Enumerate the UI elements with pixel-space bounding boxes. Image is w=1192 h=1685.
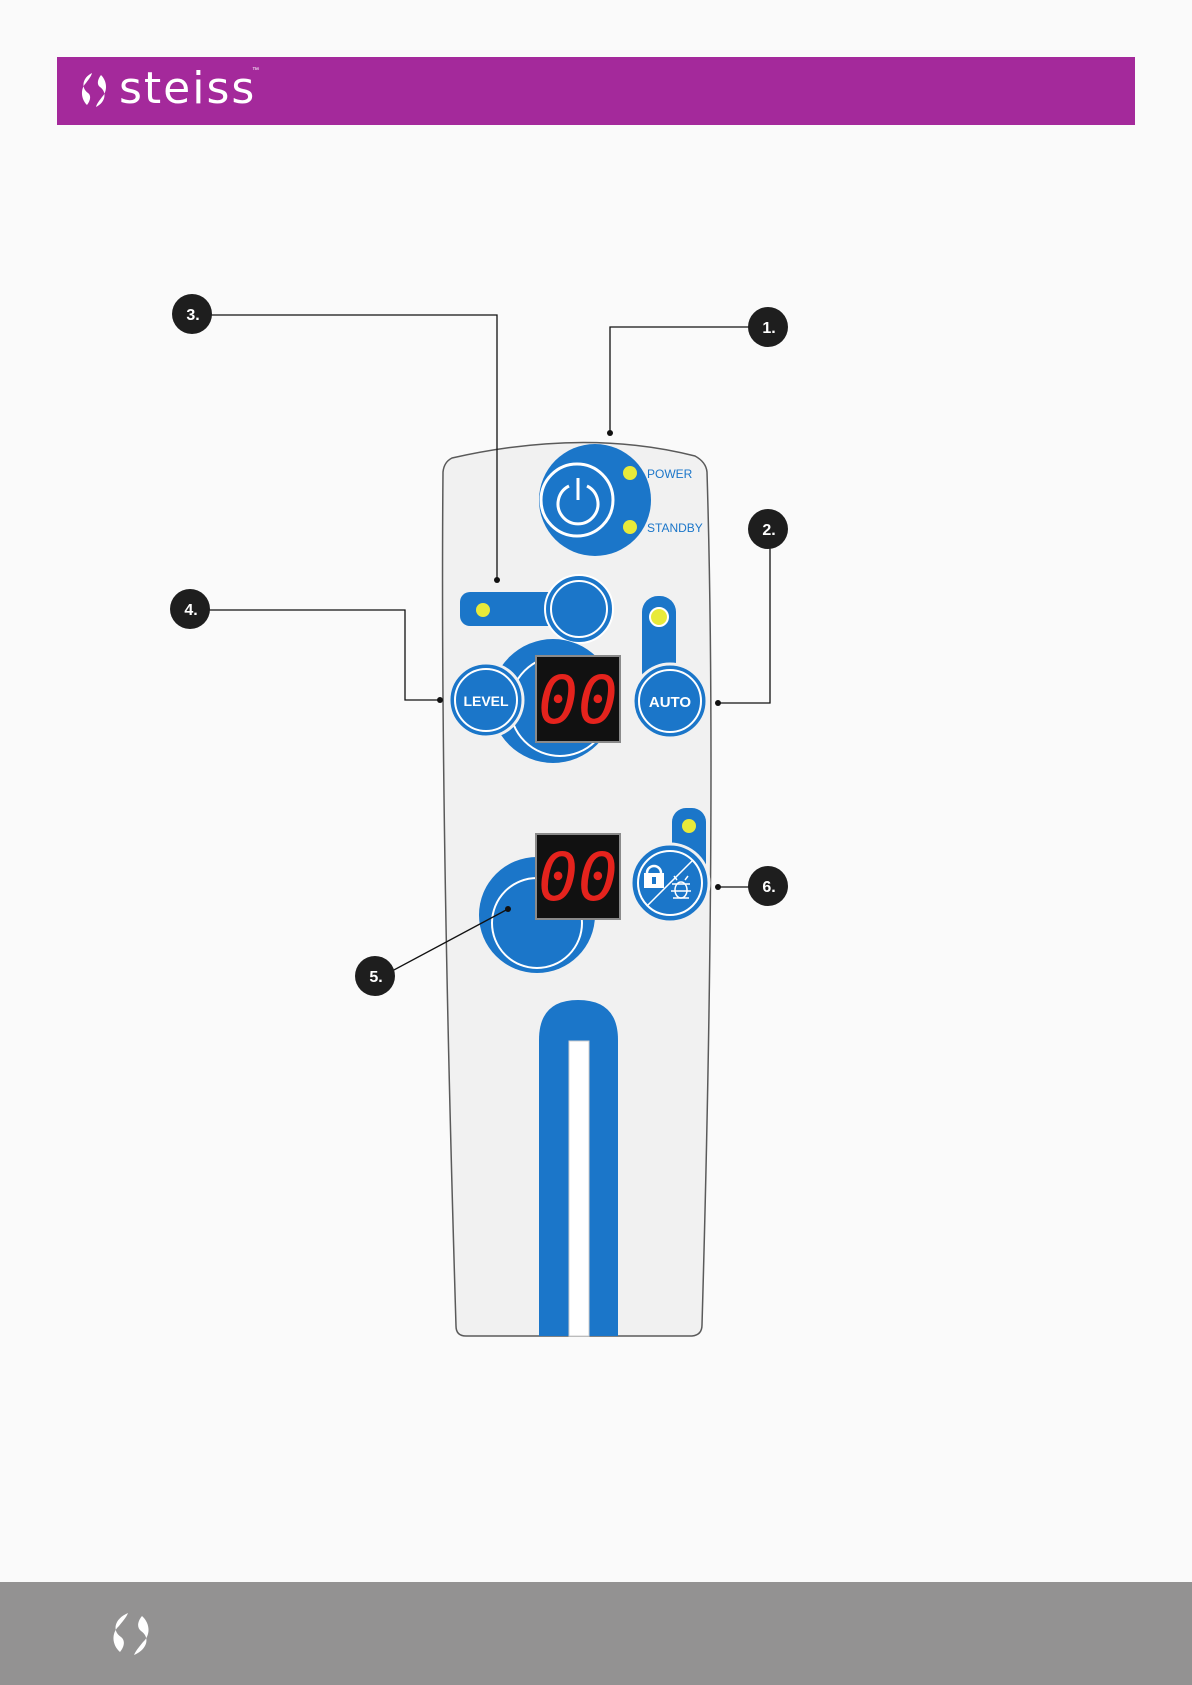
svg-text:6.: 6. [762, 879, 775, 896]
footer-bar [0, 1582, 1192, 1685]
callout-6: 6. [748, 866, 788, 906]
level-display: 00 [536, 656, 620, 742]
power-led [623, 466, 637, 480]
svg-text:4.: 4. [184, 602, 197, 619]
callout-2: 2. [748, 509, 788, 549]
timer-display: 00 [536, 834, 620, 919]
steiss-footer-logo-icon [110, 1610, 152, 1658]
timer-display-value: 00 [538, 839, 617, 916]
mode-led [476, 603, 490, 617]
svg-text:3.: 3. [186, 307, 199, 324]
slider-track [539, 1000, 618, 1336]
standby-label: STANDBY [647, 521, 703, 535]
level-button[interactable]: LEVEL [449, 663, 523, 737]
svg-text:2.: 2. [762, 522, 775, 539]
level-display-value: 00 [538, 662, 617, 739]
callout-3: 3. [172, 294, 212, 334]
svg-text:1.: 1. [762, 320, 775, 337]
auto-label: AUTO [649, 694, 692, 711]
lock-led [682, 819, 696, 833]
standby-led [623, 520, 637, 534]
control-panel-diagram: POWER STANDBY LEVEL 00 AUTO 00 [0, 0, 1192, 1582]
svg-text:5.: 5. [369, 969, 382, 986]
callout-1: 1. [748, 307, 788, 347]
callout-5: 5. [355, 956, 395, 996]
power-button[interactable] [539, 444, 651, 556]
callout-4: 4. [170, 589, 210, 629]
auto-led [650, 608, 668, 626]
level-label: LEVEL [463, 693, 509, 709]
power-label: POWER [647, 467, 693, 481]
